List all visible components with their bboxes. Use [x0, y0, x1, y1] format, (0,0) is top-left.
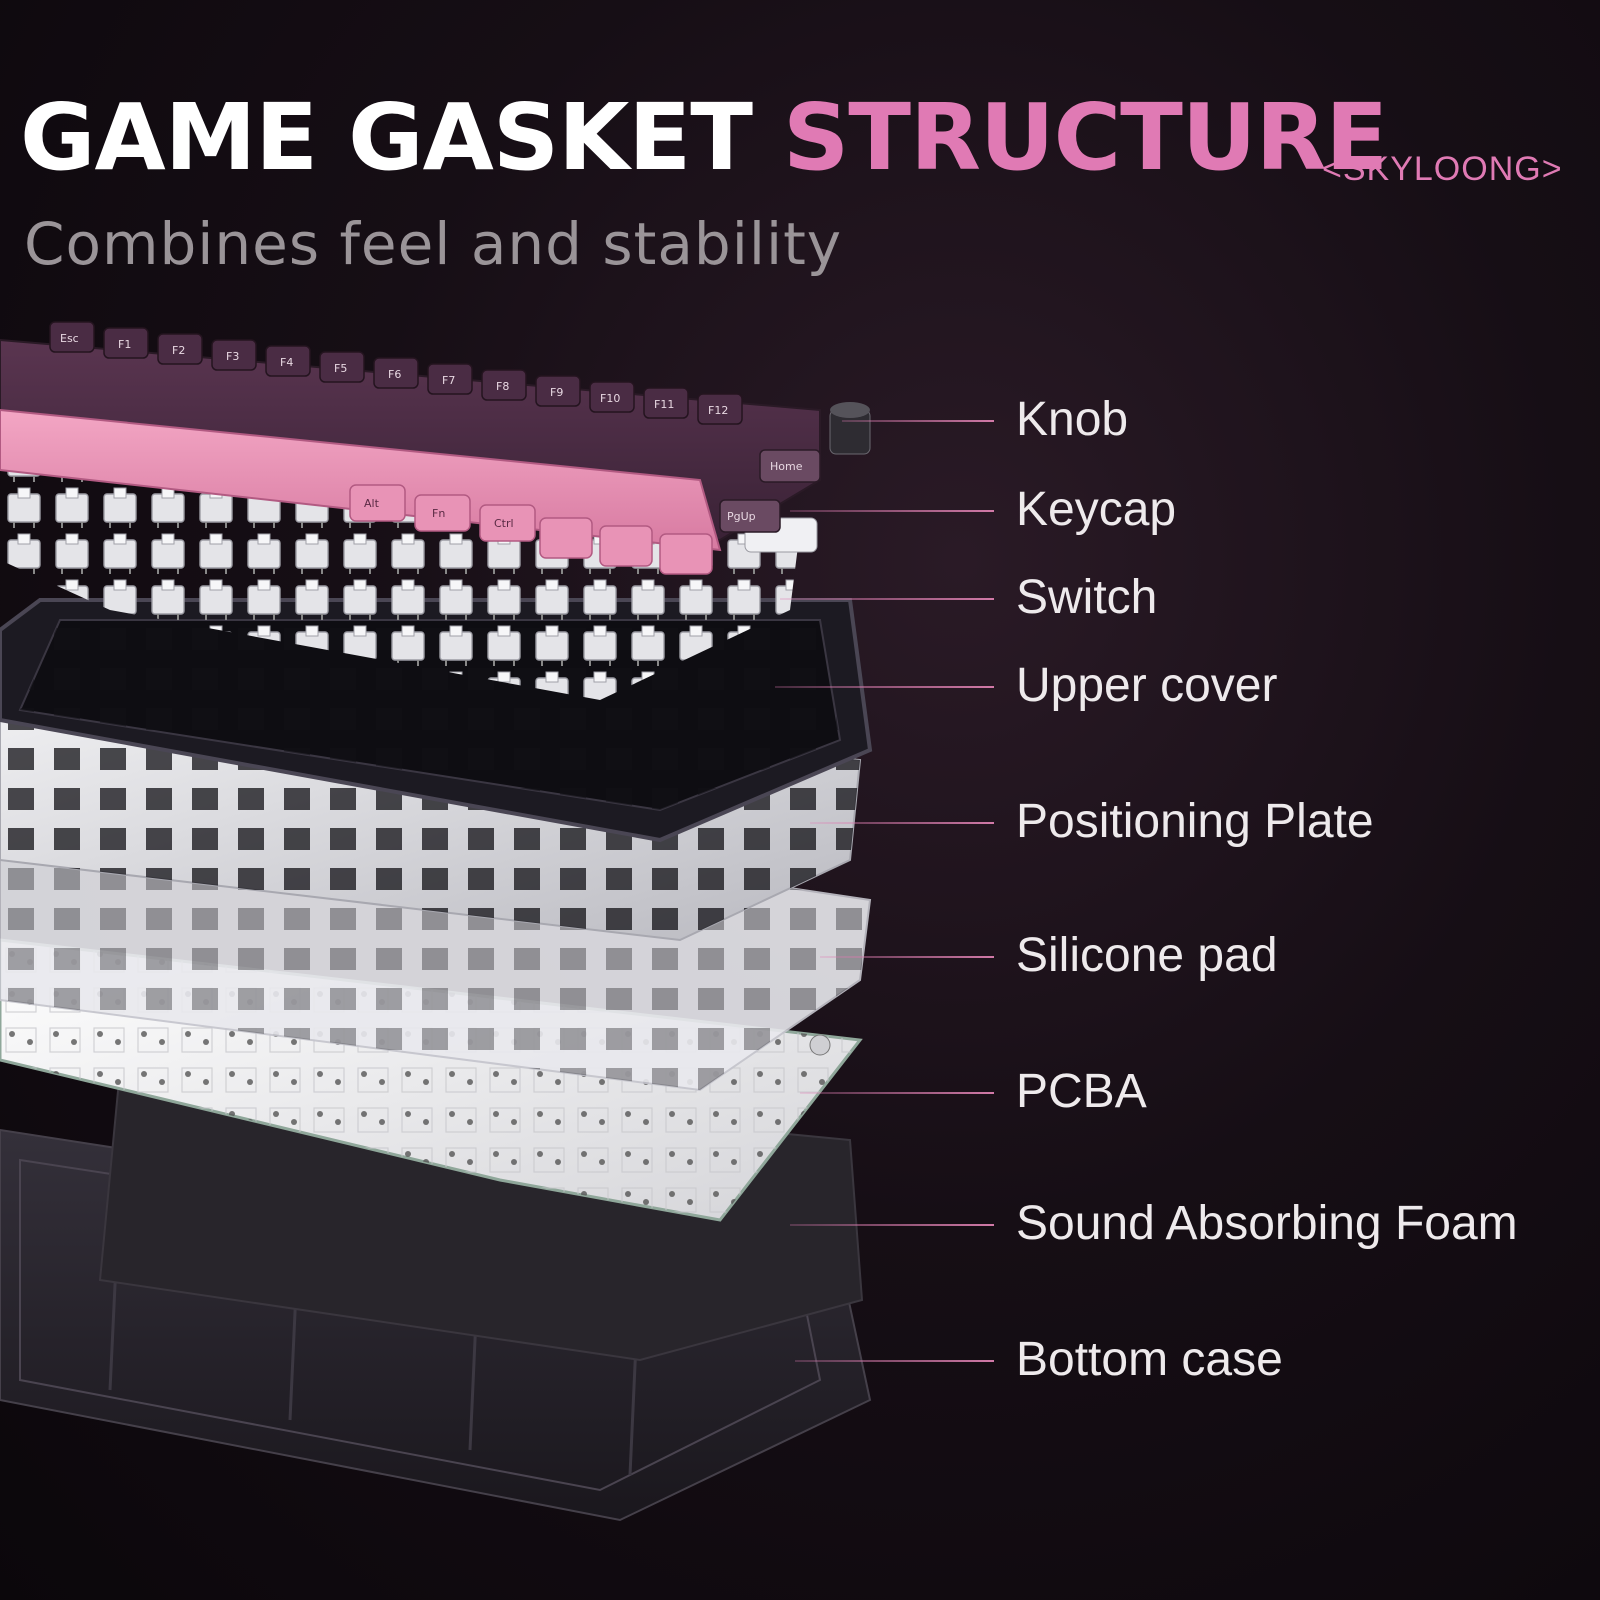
svg-text:Ctrl: Ctrl	[494, 517, 514, 530]
leader-line	[775, 686, 994, 688]
svg-text:Esc: Esc	[60, 332, 79, 345]
label-keycap: Keycap	[1016, 483, 1177, 536]
title-part-white: GAME GASKET	[20, 84, 753, 191]
exploded-keyboard-illustration: Esc F1 F2 F3 F4 F5 F6 F7 F8 F9 F10 F11 F12HomePg…	[0, 321, 873, 1522]
svg-text:Alt: Alt	[364, 497, 380, 510]
leader-line	[780, 598, 994, 600]
leader-line	[790, 510, 994, 512]
svg-text:Fn: Fn	[432, 507, 445, 520]
svg-text:F7: F7	[442, 374, 455, 387]
label-row-positioning-plate: Positioning Plate	[0, 792, 1600, 852]
label-switch: Switch	[1016, 571, 1158, 624]
leader-line	[795, 1360, 994, 1362]
svg-text:PgUp: PgUp	[727, 510, 756, 523]
leader-line	[800, 1092, 994, 1094]
label-row-keycap: Keycap	[0, 480, 1600, 540]
brand-tag: <SKYLOONG>	[1322, 150, 1563, 188]
header: GAME GASKET STRUCTURE	[20, 92, 1388, 184]
svg-text:F6: F6	[388, 368, 401, 381]
label-pcba: PCBA	[1016, 1065, 1147, 1118]
svg-text:F4: F4	[280, 356, 293, 369]
label-upper-cover: Upper cover	[1016, 659, 1278, 712]
keycap-layer-part: Esc F1 F2 F3 F4 F5 F6 F7 F8 F9 F10 F11 F12HomePg…	[0, 321, 821, 575]
label-bottom-case: Bottom case	[1016, 1333, 1283, 1386]
title-part-pink: STRUCTURE	[783, 84, 1388, 191]
label-row-upper-cover: Upper cover	[0, 656, 1600, 716]
label-row-bottom-case: Bottom case	[0, 1330, 1600, 1390]
svg-text:F11: F11	[654, 398, 674, 411]
label-row-pcba: PCBA	[0, 1062, 1600, 1122]
label-row-knob: Knob	[0, 390, 1600, 450]
svg-text:F3: F3	[226, 350, 239, 363]
svg-text:F8: F8	[496, 380, 509, 393]
svg-text:Home: Home	[770, 460, 803, 473]
svg-text:F5: F5	[334, 362, 347, 375]
subtitle: Combines feel and stability	[24, 210, 843, 278]
label-knob: Knob	[1016, 393, 1129, 446]
leader-line	[842, 420, 994, 422]
svg-text:F9: F9	[550, 386, 563, 399]
label-row-silicone-pad: Silicone pad	[0, 926, 1600, 986]
label-row-foam: Sound Absorbing Foam	[0, 1194, 1600, 1254]
label-positioning-plate: Positioning Plate	[1016, 795, 1374, 848]
svg-text:F2: F2	[172, 344, 185, 357]
label-row-switch: Switch	[0, 568, 1600, 628]
leader-line	[790, 1224, 994, 1226]
label-silicone-pad: Silicone pad	[1016, 929, 1278, 982]
leader-line	[810, 822, 994, 824]
label-foam: Sound Absorbing Foam	[1016, 1197, 1518, 1250]
svg-text:F12: F12	[708, 404, 728, 417]
svg-text:F1: F1	[118, 338, 131, 351]
leader-line	[820, 956, 994, 958]
svg-text:F10: F10	[600, 392, 620, 405]
page-title: GAME GASKET STRUCTURE	[20, 92, 1388, 184]
